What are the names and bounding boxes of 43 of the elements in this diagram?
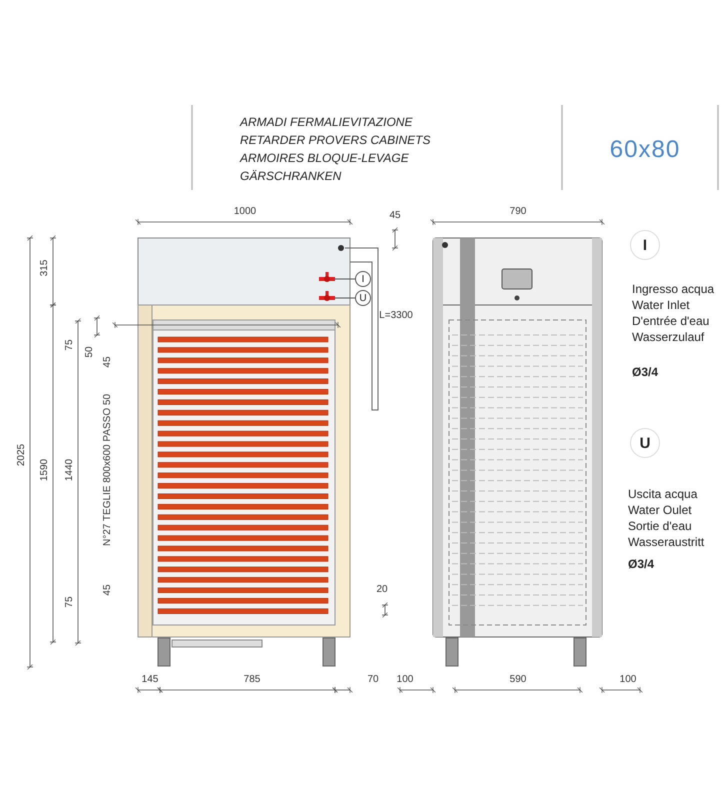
dimension-label: 70 bbox=[367, 675, 379, 685]
dimension-label: L=3300 bbox=[379, 311, 413, 321]
pipe-size-label: Ø3/4 bbox=[632, 366, 658, 378]
dimension-label: 100 bbox=[396, 675, 414, 685]
connection-note: D'entrée d'eau bbox=[632, 315, 710, 327]
callout-circle: I bbox=[630, 230, 660, 260]
callout-circle: U bbox=[355, 290, 371, 306]
dimension-label: 790 bbox=[510, 207, 526, 217]
dimension-label: N°27 TEGLIE 800x600 PASSO 50 bbox=[103, 394, 113, 546]
callout-circle: I bbox=[355, 271, 371, 287]
connection-note: Water Oulet bbox=[628, 504, 692, 516]
dimension-label: 315 bbox=[40, 260, 50, 276]
connection-note: Uscita acqua bbox=[628, 488, 698, 500]
valve-icon bbox=[319, 272, 335, 282]
dimension-label: 145 bbox=[142, 675, 158, 685]
leader-line bbox=[334, 278, 356, 280]
dimension-label: 785 bbox=[244, 675, 260, 685]
connection-note: Water Inlet bbox=[632, 299, 690, 311]
connection-note: Wasserzulauf bbox=[632, 331, 704, 343]
dimension-label: 1590 bbox=[40, 458, 50, 482]
product-type-text: GÄRSCHRANKEN bbox=[240, 170, 342, 182]
connection-note: Sortie d'eau bbox=[628, 520, 692, 532]
dimension-label: 100 bbox=[620, 675, 636, 685]
dimension-label: 45 bbox=[389, 211, 401, 221]
dimension-label: 1440 bbox=[65, 458, 75, 482]
dimension-label: 75 bbox=[65, 339, 75, 351]
callout-circle: U bbox=[630, 428, 660, 458]
dimension-label: 50 bbox=[85, 346, 95, 358]
dimension-label: 45 bbox=[103, 356, 113, 368]
dimension-label: 45 bbox=[103, 584, 113, 596]
product-type-text: ARMADI FERMALIEVITAZIONE bbox=[240, 116, 412, 128]
dimension-label: 590 bbox=[510, 675, 526, 685]
dimension-label: 2025 bbox=[17, 444, 27, 466]
dimension-label: 20 bbox=[376, 585, 388, 595]
valve-icon bbox=[319, 291, 335, 301]
product-type-text: RETARDER PROVERS CABINETS bbox=[240, 134, 430, 146]
model-size-text: 60x80 bbox=[610, 138, 680, 162]
dimension-label: 75 bbox=[65, 596, 75, 608]
connection-note: Ingresso acqua bbox=[632, 283, 714, 295]
connection-note: Wasseraustritt bbox=[628, 536, 704, 548]
pipe-size-label: Ø3/4 bbox=[628, 558, 654, 570]
dimension-label: 1000 bbox=[234, 207, 256, 217]
product-type-text: ARMOIRES BLOQUE-LEVAGE bbox=[240, 152, 409, 164]
